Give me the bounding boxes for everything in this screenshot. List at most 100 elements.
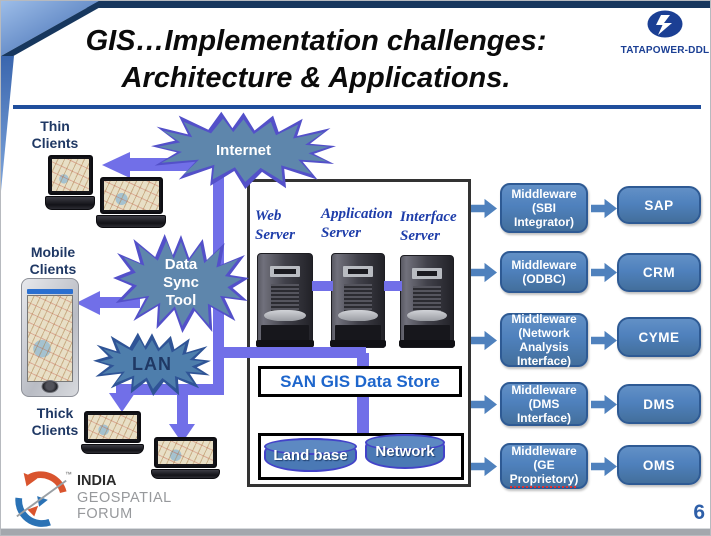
forum-line3: FORUM	[77, 506, 133, 523]
map-display	[103, 181, 159, 211]
sap-box: SAP	[617, 186, 701, 224]
server-tower-icon	[399, 255, 455, 348]
server-vents	[270, 284, 300, 312]
server-display	[412, 268, 442, 279]
middleware-odbc-box: Middleware (ODBC)	[500, 251, 588, 293]
laptop-keyboard	[45, 196, 95, 210]
thick-client-laptop-icon	[81, 411, 144, 455]
map-display	[158, 441, 213, 464]
server-base	[399, 325, 455, 347]
arrowhead-to-thin-clients	[102, 152, 130, 178]
laptop-screen	[84, 411, 141, 443]
arrow-server-to-middleware-1	[471, 198, 497, 219]
arrow-middleware-to-app-2	[591, 262, 617, 283]
data-sync-tool-burst: Data Sync Tool	[113, 233, 249, 333]
pda-screen	[27, 295, 73, 382]
pda-icon	[21, 278, 79, 397]
landbase-database-cylinder: Land base	[264, 438, 357, 472]
arrow-server-to-middleware-4	[471, 394, 497, 415]
compass-icon: ™	[15, 471, 72, 527]
oms-box: OMS	[617, 445, 701, 485]
network-database-cylinder: Network	[365, 434, 445, 469]
thin-clients-label: Thin Clients	[31, 118, 79, 151]
bottom-accent-bar	[1, 528, 710, 535]
connector-san-to-databases	[357, 396, 369, 434]
middleware-ge-text: Middleware (GE	[511, 443, 577, 472]
forum-line1: INDIA	[77, 472, 117, 489]
tata-lightning-icon	[647, 10, 683, 38]
corner-decoration	[1, 1, 111, 191]
middleware-dms-interface-box: Middleware (DMS Interface)	[500, 382, 588, 426]
arrowhead-to-mobile-client	[76, 291, 100, 315]
pda-nav-button	[41, 380, 59, 393]
page-number: 6	[693, 501, 705, 524]
forum-logo-text: INDIA GEOSPATIAL FORUM	[77, 473, 172, 523]
laptop-keyboard	[151, 468, 220, 480]
connector-lan-to-san	[216, 347, 366, 358]
title-underline-rule	[13, 105, 701, 109]
server-vents	[413, 286, 441, 314]
arrow-middleware-to-app-5	[591, 456, 617, 477]
server-base	[330, 325, 386, 347]
mobile-clients-label: Mobile Clients	[29, 244, 77, 277]
application-server-label: Application Server	[321, 206, 393, 241]
arrow-server-to-middleware-3	[471, 330, 497, 351]
pda-titlebar	[27, 289, 73, 294]
laptop-keyboard	[96, 215, 166, 228]
server-display	[269, 266, 301, 277]
tata-power-logo: TATAPOWER-DDL	[619, 10, 710, 56]
server-base	[256, 325, 314, 347]
server-band	[264, 310, 306, 321]
arrow-middleware-to-app-4	[591, 394, 617, 415]
arrow-server-to-middleware-5	[471, 456, 497, 477]
interface-server-label: Interface Server	[400, 209, 457, 244]
laptop-screen	[99, 177, 163, 215]
thin-client-laptop-icon	[45, 155, 95, 211]
arrowhead-to-thick-laptop1	[109, 393, 135, 412]
middleware-sbi-integrator-box: Middleware (SBI Integrator)	[500, 183, 588, 233]
arrow-middleware-to-app-3	[591, 330, 617, 351]
internet-label: Internet	[215, 141, 271, 159]
connector-thick-laptop2-stem	[177, 391, 188, 426]
data-sync-tool-label: Data Sync Tool	[163, 256, 199, 309]
thick-client-laptop-icon	[151, 437, 220, 480]
india-geospatial-forum-logo: ™ INDIA GEOSPATIAL FORUM	[11, 469, 172, 527]
server-band	[407, 310, 447, 321]
map-display	[88, 415, 137, 439]
middleware-ge-flagged-text: Proprietory)	[509, 472, 579, 489]
crm-box: CRM	[617, 253, 701, 292]
tata-logo-text: TATAPOWER-DDL	[620, 45, 710, 56]
lan-burst: LAN	[93, 332, 211, 396]
landbase-label: Land base	[273, 446, 348, 464]
connector-app-to-interface-server	[384, 281, 402, 291]
connector-datasync-to-mobile	[98, 297, 140, 308]
laptop-screen	[154, 437, 217, 468]
server-tower-icon	[330, 253, 386, 348]
middleware-network-analysis-box: Middleware (Network Analysis Interface)	[500, 312, 588, 368]
arrow-middleware-to-app-1	[591, 198, 617, 219]
page-title: GIS…Implementation challenges: Architect…	[36, 23, 596, 97]
laptop-keyboard	[81, 443, 144, 455]
lan-label: LAN	[132, 353, 172, 374]
top-accent-bar	[1, 1, 710, 8]
web-server-label: Web Server	[255, 208, 295, 243]
server-band	[338, 310, 378, 321]
san-gis-data-store-box: SAN GIS Data Store	[258, 366, 462, 397]
map-display	[28, 296, 72, 381]
thick-clients-label: Thick Clients	[31, 405, 79, 438]
forum-line2: GEOSPATIAL	[77, 489, 172, 506]
server-tower-icon	[256, 253, 314, 348]
map-display	[51, 159, 89, 192]
network-label: Network	[375, 443, 435, 460]
connector-web-to-app-server	[312, 281, 333, 291]
server-display	[343, 266, 373, 277]
dms-box: DMS	[617, 384, 701, 424]
arrow-server-to-middleware-2	[471, 262, 497, 283]
cyme-box: CYME	[617, 317, 701, 357]
server-vents	[344, 284, 372, 312]
page-title-line1: GIS…Implementation challenges:	[85, 25, 547, 57]
internet-cloud-burst: Internet	[151, 111, 336, 189]
laptop-screen	[47, 155, 93, 196]
page-title-line2: Architecture & Applications.	[121, 62, 511, 95]
